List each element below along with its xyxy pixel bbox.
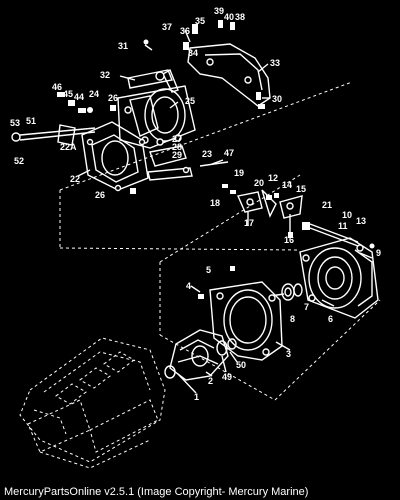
- callout-45: 45: [63, 89, 73, 99]
- callout-8: 8: [290, 314, 295, 324]
- callout-28: 28: [172, 142, 182, 152]
- shift-linkage-rod: [11, 124, 96, 146]
- callout-13: 13: [356, 216, 366, 226]
- linkage-bracket: [222, 184, 303, 238]
- callout-46: 46: [52, 82, 62, 92]
- callout-9: 9: [376, 248, 381, 258]
- callout-27: 27: [172, 134, 182, 144]
- callout-24: 24: [89, 89, 99, 99]
- callout-17: 17: [244, 218, 254, 228]
- callout-26: 26: [108, 93, 118, 103]
- callout-37: 37: [162, 22, 172, 32]
- throttle-arm: [130, 161, 229, 194]
- bolt-set: [302, 222, 375, 249]
- callout-40: 40: [224, 12, 234, 22]
- callout-51: 51: [26, 116, 36, 126]
- callout-44: 44: [74, 92, 84, 102]
- callout-16: 16: [284, 235, 294, 245]
- callout-21: 21: [322, 200, 332, 210]
- callout-7: 7: [304, 302, 309, 312]
- callout-14: 14: [282, 180, 292, 190]
- callout-1: 1: [194, 392, 199, 402]
- callout-47: 47: [224, 148, 234, 158]
- callout-10: 10: [342, 210, 352, 220]
- callout-34: 34: [188, 48, 198, 58]
- throttle-body: [117, 85, 196, 149]
- impeller-housing: [299, 237, 379, 319]
- callout-31: 31: [118, 41, 128, 51]
- callout-6: 6: [328, 314, 333, 324]
- part-callouts: 37 35 39 40 38 36 31 34 33 32 46 45 44 2…: [10, 6, 381, 402]
- callout-11: 11: [338, 221, 348, 231]
- callout-38: 38: [235, 12, 245, 22]
- dashed-reference-lines: [59, 81, 381, 401]
- callout-19: 19: [234, 168, 244, 178]
- callout-12: 12: [268, 173, 278, 183]
- callout-52: 52: [14, 156, 24, 166]
- callout-22: 22: [70, 174, 80, 184]
- callout-53: 53: [10, 118, 20, 128]
- callout-23: 23: [202, 149, 212, 159]
- callout-20: 20: [254, 178, 264, 188]
- callout-36: 36: [180, 26, 190, 36]
- callout-3: 3: [286, 349, 291, 359]
- callout-30: 30: [272, 94, 282, 104]
- image-caption: MercuryPartsOnline v2.5.1 (Image Copyrig…: [4, 486, 309, 498]
- leader-lines: [77, 29, 373, 394]
- callout-49: 49: [222, 372, 232, 382]
- callout-15: 15: [296, 184, 306, 194]
- callout-25: 25: [185, 96, 195, 106]
- impeller: [164, 329, 237, 381]
- callout-39: 39: [214, 6, 224, 16]
- pump-cover: [198, 266, 283, 361]
- throttle-body-fasteners: [57, 20, 265, 167]
- callout-22A: 22A: [60, 142, 77, 152]
- callout-5: 5: [206, 265, 211, 275]
- callout-29: 29: [172, 150, 182, 160]
- callout-32: 32: [100, 70, 110, 80]
- callout-35: 35: [195, 16, 205, 26]
- engine-block: [19, 337, 166, 469]
- callout-26b: 26: [95, 190, 105, 200]
- callout-18: 18: [210, 198, 220, 208]
- callout-50: 50: [236, 360, 246, 370]
- intake-housing: [81, 121, 149, 192]
- callout-2: 2: [208, 376, 213, 386]
- callout-4: 4: [186, 281, 191, 291]
- callout-33: 33: [270, 58, 280, 68]
- throttle-lever: [127, 69, 173, 89]
